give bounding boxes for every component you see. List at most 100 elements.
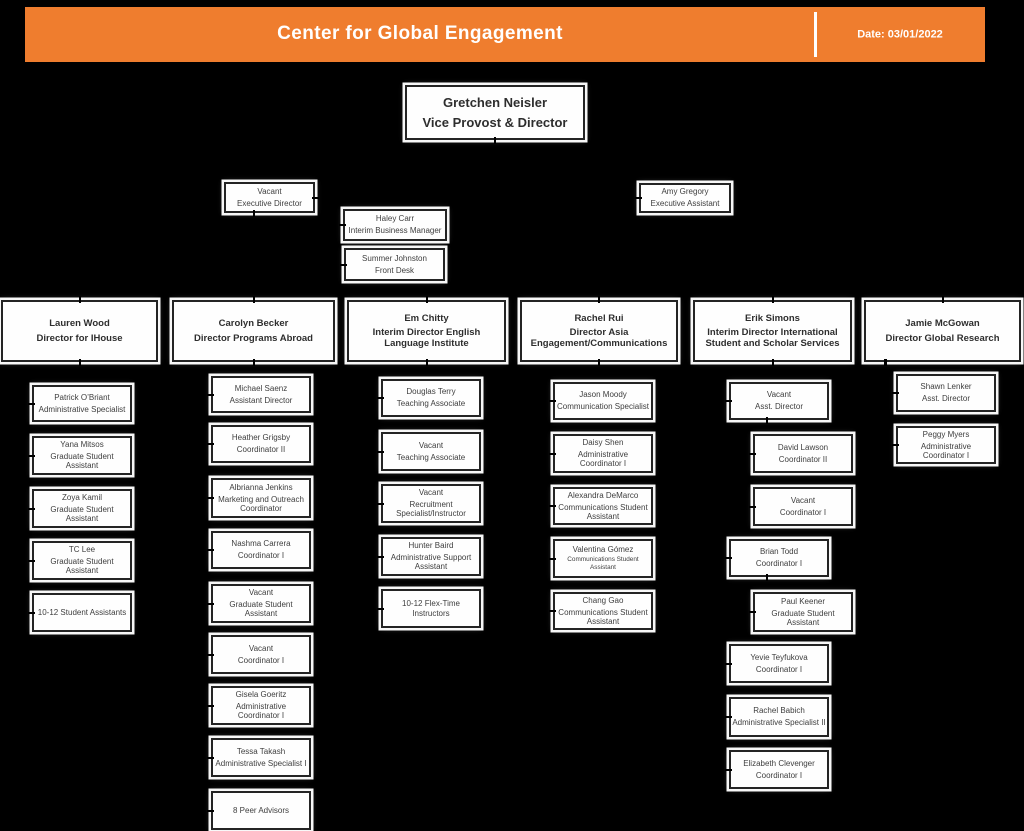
person-name: TC Lee xyxy=(68,545,96,555)
person-title: Graduate Student Assistant xyxy=(50,452,114,471)
connector-stub xyxy=(725,557,732,560)
person-title: Teaching Associate xyxy=(396,452,466,462)
person-title: Coordinator II xyxy=(778,454,828,464)
person-title: Recruitment Specialist/Instructor xyxy=(396,500,466,519)
org-node: Vacant Executive Director xyxy=(224,182,319,217)
connector-stub xyxy=(377,397,384,400)
org-node: 8 Peer Advisors xyxy=(207,791,311,830)
person-name: Vacant xyxy=(248,588,274,598)
org-node: Gisela Goeritz Administrative Coordinato… xyxy=(207,686,311,725)
org-node: Vacant Coordinator I xyxy=(207,635,311,674)
connector-stub xyxy=(339,224,346,227)
org-node: Patrick O’Briant Administrative Speciali… xyxy=(28,385,132,422)
connector-stub xyxy=(725,400,732,403)
header-bar: Center for Global Engagement Date: 03/01… xyxy=(25,7,985,62)
person-title: Administrative Specialist II xyxy=(732,718,826,728)
org-node: Elizabeth Clevenger Coordinator I xyxy=(725,750,829,789)
connector-stub xyxy=(884,359,887,366)
org-node: Heather Grigsby Coordinator II xyxy=(207,425,311,463)
person-title: Coordinator I xyxy=(779,507,827,517)
connector-stub xyxy=(207,443,214,446)
org-node: Vacant Teaching Associate xyxy=(377,432,481,471)
person-title: Teaching Associate xyxy=(396,399,466,409)
connector-stub xyxy=(252,296,255,303)
person-name: Patrick O’Briant xyxy=(54,392,110,402)
org-node-root: Gretchen Neisler Vice Provost & Director xyxy=(405,85,585,144)
person-title: Asst. Director xyxy=(754,402,803,412)
connector-stub xyxy=(207,497,214,500)
connector-stub xyxy=(377,502,384,505)
person-title: Graduate Student Assistant xyxy=(50,505,114,524)
connector-stub xyxy=(207,549,214,552)
page-title: Center for Global Engagement xyxy=(277,22,563,44)
person-title: Coordinator I xyxy=(237,551,285,561)
person-title: Marketing and Outreach Coordinator xyxy=(218,494,304,513)
person-title: Graduate Student Assistant xyxy=(229,600,293,619)
org-node: Peggy Myers Administrative Coordinator I xyxy=(892,426,996,464)
org-node: Chang Gao Communications Student Assista… xyxy=(549,592,653,630)
person-name: Vacant xyxy=(790,495,816,505)
person-name: 8 Peer Advisors xyxy=(232,805,290,815)
connector-stub xyxy=(771,359,774,366)
connector-stub xyxy=(28,611,35,614)
connector-stub xyxy=(252,210,256,217)
person-name: Yana Mitsos xyxy=(60,440,104,450)
person-title: Director Global Research xyxy=(885,332,1000,344)
org-node: Rachel Babich Administrative Specialist … xyxy=(725,697,829,737)
connector-stub xyxy=(425,296,428,303)
person-name: Yevie Teyfukova xyxy=(750,652,808,662)
person-title: Executive Director xyxy=(237,198,302,208)
person-name: Jason Moody xyxy=(579,390,627,400)
person-name: Rachel Rui xyxy=(574,312,624,324)
person-name: Vacant xyxy=(766,390,792,400)
connector-stub xyxy=(598,296,601,303)
connector-stub xyxy=(765,574,768,581)
person-name: Brian Todd xyxy=(759,547,799,557)
person-title: Administrative Coordinator I xyxy=(577,450,629,469)
org-node: 10-12 Student Assistants xyxy=(28,593,132,632)
person-name: David Lawson xyxy=(777,442,829,452)
person-name: Em Chitty xyxy=(404,312,449,324)
connector-stub xyxy=(377,450,384,453)
person-title: Assistant Director xyxy=(229,395,293,405)
org-node: Albrianna Jenkins Marketing and Outreach… xyxy=(207,478,311,518)
org-node: Douglas Terry Teaching Associate xyxy=(377,379,481,417)
person-name: Daisy Shen xyxy=(582,438,624,448)
connector-stub xyxy=(78,359,81,366)
person-title: Director for IHouse xyxy=(36,332,123,344)
org-node: Tessa Takash Administrative Specialist I xyxy=(207,738,311,777)
person-name: Shawn Lenker xyxy=(920,382,972,392)
person-title: Director Programs Abroad xyxy=(194,332,313,344)
connector-stub xyxy=(941,296,944,303)
header-divider xyxy=(814,12,817,57)
org-node: Vacant Graduate Student Assistant xyxy=(207,584,311,623)
person-title: Front Desk xyxy=(374,265,415,275)
person-title: Coordinator I xyxy=(755,664,803,674)
person-title: Asst. Director xyxy=(921,394,970,404)
connector-stub xyxy=(28,402,35,405)
org-node: Valentina Gómez Communications Student A… xyxy=(549,539,653,578)
connector-stub xyxy=(377,555,384,558)
person-title: Administrative Coordinator I xyxy=(235,702,287,721)
person-name: Douglas Terry xyxy=(406,387,456,397)
person-name: Zoya Kamil xyxy=(61,493,102,503)
org-node: Alexandra DeMarco Communications Student… xyxy=(549,487,653,525)
person-title: Communications Student Assistant xyxy=(567,556,639,572)
connector-stub xyxy=(494,137,497,144)
person-name: 10-12 Student Assistants xyxy=(37,607,127,617)
connector-stub xyxy=(207,809,214,812)
connector-stub xyxy=(207,653,214,656)
connector-stub xyxy=(725,768,732,771)
org-node: Michael Saenz Assistant Director xyxy=(207,376,311,413)
org-node: Summer Johnston Front Desk xyxy=(340,248,445,281)
org-node: Brian Todd Coordinator I xyxy=(725,539,829,581)
org-node: TC Lee Graduate Student Assistant xyxy=(28,541,132,580)
date-label: Date: 03/01/2022 xyxy=(857,28,943,41)
person-name: Peggy Myers xyxy=(922,429,970,439)
connector-stub xyxy=(892,392,899,395)
connector-stub xyxy=(340,263,347,266)
connector-stub xyxy=(749,611,756,614)
connector-stub xyxy=(28,559,35,562)
person-name: Valentina Gómez xyxy=(572,544,634,554)
person-name: Vacant xyxy=(248,643,274,653)
